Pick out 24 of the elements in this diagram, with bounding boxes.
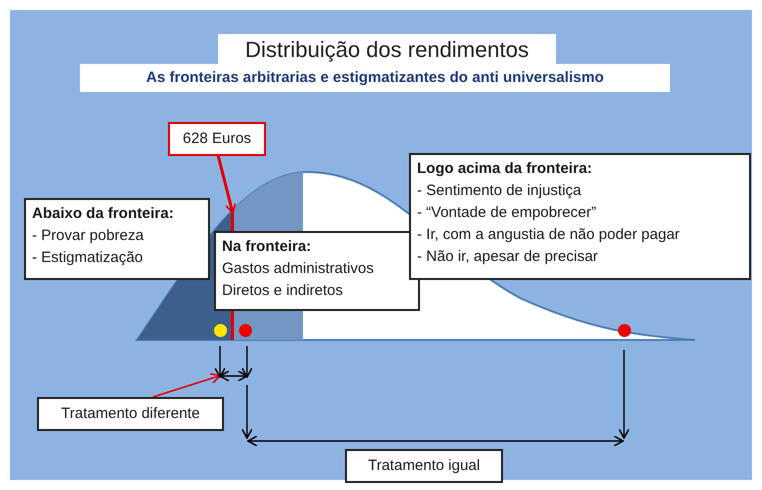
callout-heading: Logo acima da fronteira: <box>417 159 594 179</box>
callout-text: - Provar pobreza <box>32 226 145 246</box>
callout-heading: Abaixo da fronteira: <box>32 204 175 224</box>
arrow <box>216 154 236 214</box>
callout-box <box>409 153 751 280</box>
leader-line <box>152 372 221 398</box>
callout-text: Tratamento diferente <box>60 404 201 424</box>
callout-box <box>345 449 503 483</box>
callout-text: Gastos administrativos <box>222 259 375 279</box>
callout-text: - “Vontade de empobrecer” <box>417 203 598 223</box>
callout-text: Tratamento igual <box>366 456 481 476</box>
title: Distribuição dos rendimentos <box>218 34 556 66</box>
callout-text: - Estigmatização <box>32 248 144 268</box>
callout-text: - Ir, com a angustia de não poder pagar <box>417 225 681 245</box>
callout-box <box>214 231 420 311</box>
value-box <box>168 122 266 156</box>
callout-text: 628 Euros <box>182 129 252 149</box>
callout-box <box>37 397 224 431</box>
callout-box <box>24 198 210 280</box>
callout-text: Diretos e indiretos <box>222 281 344 301</box>
subtitle: As fronteiras arbitrarias e estigmatizantes do anti universalismo <box>80 64 670 92</box>
callout-heading: Na fronteira: <box>222 237 312 257</box>
callout-text: - Não ir, apesar de precisar <box>417 247 599 267</box>
callout-text: - Sentimento de injustiça <box>417 181 582 201</box>
